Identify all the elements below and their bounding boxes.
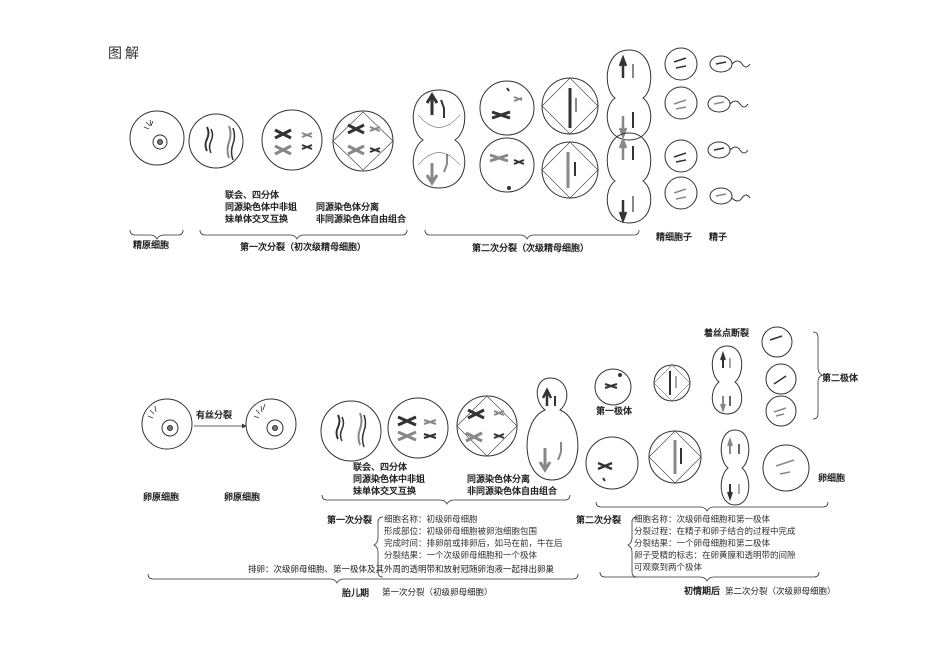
label-spermatid: 精细胞子 — [656, 233, 693, 243]
male-note-1: 联会、四分体同源染色体中非姐妹单体交叉互换 — [225, 191, 298, 225]
egg-cell — [762, 444, 810, 492]
anaphase-one-cell — [412, 89, 466, 189]
secondary-oocyte — [585, 436, 639, 490]
brace-first-info — [373, 516, 384, 578]
label-puberty: 初情期后 — [684, 587, 721, 597]
oocyte-anaphase-one — [526, 377, 579, 481]
label-second-sub: 第二次分裂（次级卵母细胞） — [725, 587, 836, 597]
metaphase-one-cell — [332, 110, 394, 172]
label-first-sub: 第一次分裂（初级卵母细胞） — [382, 588, 493, 598]
label-sperm: 精子 — [709, 233, 728, 243]
secondary-spermatocyte-a — [479, 80, 535, 136]
secondary-oocyte-metaphase — [648, 430, 702, 484]
first-polar-body-cell — [594, 368, 632, 406]
female-note-2: 同源染色体分离非同源染色体自由组合 — [467, 475, 558, 497]
spermatid-cells — [664, 47, 698, 210]
polar-body-anaphase — [711, 345, 743, 415]
brace-oocyte-meiosis1 — [321, 494, 571, 505]
label-meiosis2: 第二次分裂（次级精母细胞） — [472, 244, 590, 254]
female-note-1: 联会、四分体同源染色体中非姐妹单体交叉互换 — [353, 463, 426, 497]
oocyte-tetrad — [387, 397, 449, 459]
male-note-2: 同源染色体分离非同源染色体自由组合 — [316, 203, 407, 225]
label-oogonium-left: 卵原细胞 — [143, 493, 180, 503]
secondary-oocyte-anaphase — [720, 429, 750, 506]
brace-oocyte-meiosis2 — [595, 501, 829, 512]
brace-meiosis2 — [424, 229, 640, 240]
brace-fetal — [147, 573, 579, 584]
primary-oocyte-prophase — [320, 400, 382, 462]
metaphase-two-b — [541, 141, 599, 199]
brace-polar — [812, 331, 823, 420]
oogonium-right — [245, 398, 297, 450]
brace-meiosis1 — [199, 229, 408, 240]
label-oogonium-right: 卵原细胞 — [224, 493, 261, 503]
tetrad-cell — [261, 109, 323, 171]
label-centromere: 着丝点断裂 — [704, 329, 750, 339]
ovulation-note: 排卵：次级卵母细胞、第一极体及其外周的透明带和放射冠随卵泡液一起排出卵巢 — [248, 565, 555, 575]
brace-second-info — [627, 516, 638, 578]
polar-body-metaphase — [653, 364, 691, 402]
brace-spermatogonium — [129, 229, 184, 240]
label-second-division: 第二次分裂 — [576, 516, 622, 526]
brace-puberty — [599, 571, 820, 582]
egg-row — [141, 326, 829, 584]
oogonium-left — [141, 398, 193, 450]
label-fetal: 胎儿期 — [342, 589, 370, 599]
metaphase-two-a — [541, 77, 599, 135]
label-first-polar-body: 第一极体 — [596, 407, 633, 417]
label-mitosis: 有丝分裂 — [196, 411, 233, 421]
page-title: 图解 — [108, 46, 142, 62]
label-spermatogonium: 精原细胞 — [133, 241, 170, 251]
sperm-cells — [707, 55, 751, 205]
sperm-row — [129, 47, 751, 240]
label-egg: 卵细胞 — [818, 474, 846, 484]
second-division-info: 细胞名称：次级卵母细胞和第一极体分裂过程：在精子和卵子结合的过程中完成分裂结果：… — [634, 515, 796, 573]
first-division-info: 细胞名称：初级卵母细胞形成部位：初级卵母细胞被卵泡细胞包围完成时间：排卵前或排卵… — [384, 515, 563, 561]
secondary-spermatocyte-b — [479, 137, 535, 193]
label-second-polar-body: 第二极体 — [822, 374, 859, 384]
anaphase-two-b — [606, 132, 652, 224]
oocyte-metaphase-one — [456, 395, 518, 457]
label-first-division: 第一次分裂 — [327, 516, 373, 526]
label-meiosis1: 第一次分裂（初次级精母细胞） — [240, 243, 367, 253]
primary-spermatocyte-prophase — [188, 113, 244, 169]
spermatogonium-cell — [129, 110, 185, 166]
anaphase-two-a — [606, 49, 652, 141]
second-polar-bodies — [761, 326, 797, 427]
